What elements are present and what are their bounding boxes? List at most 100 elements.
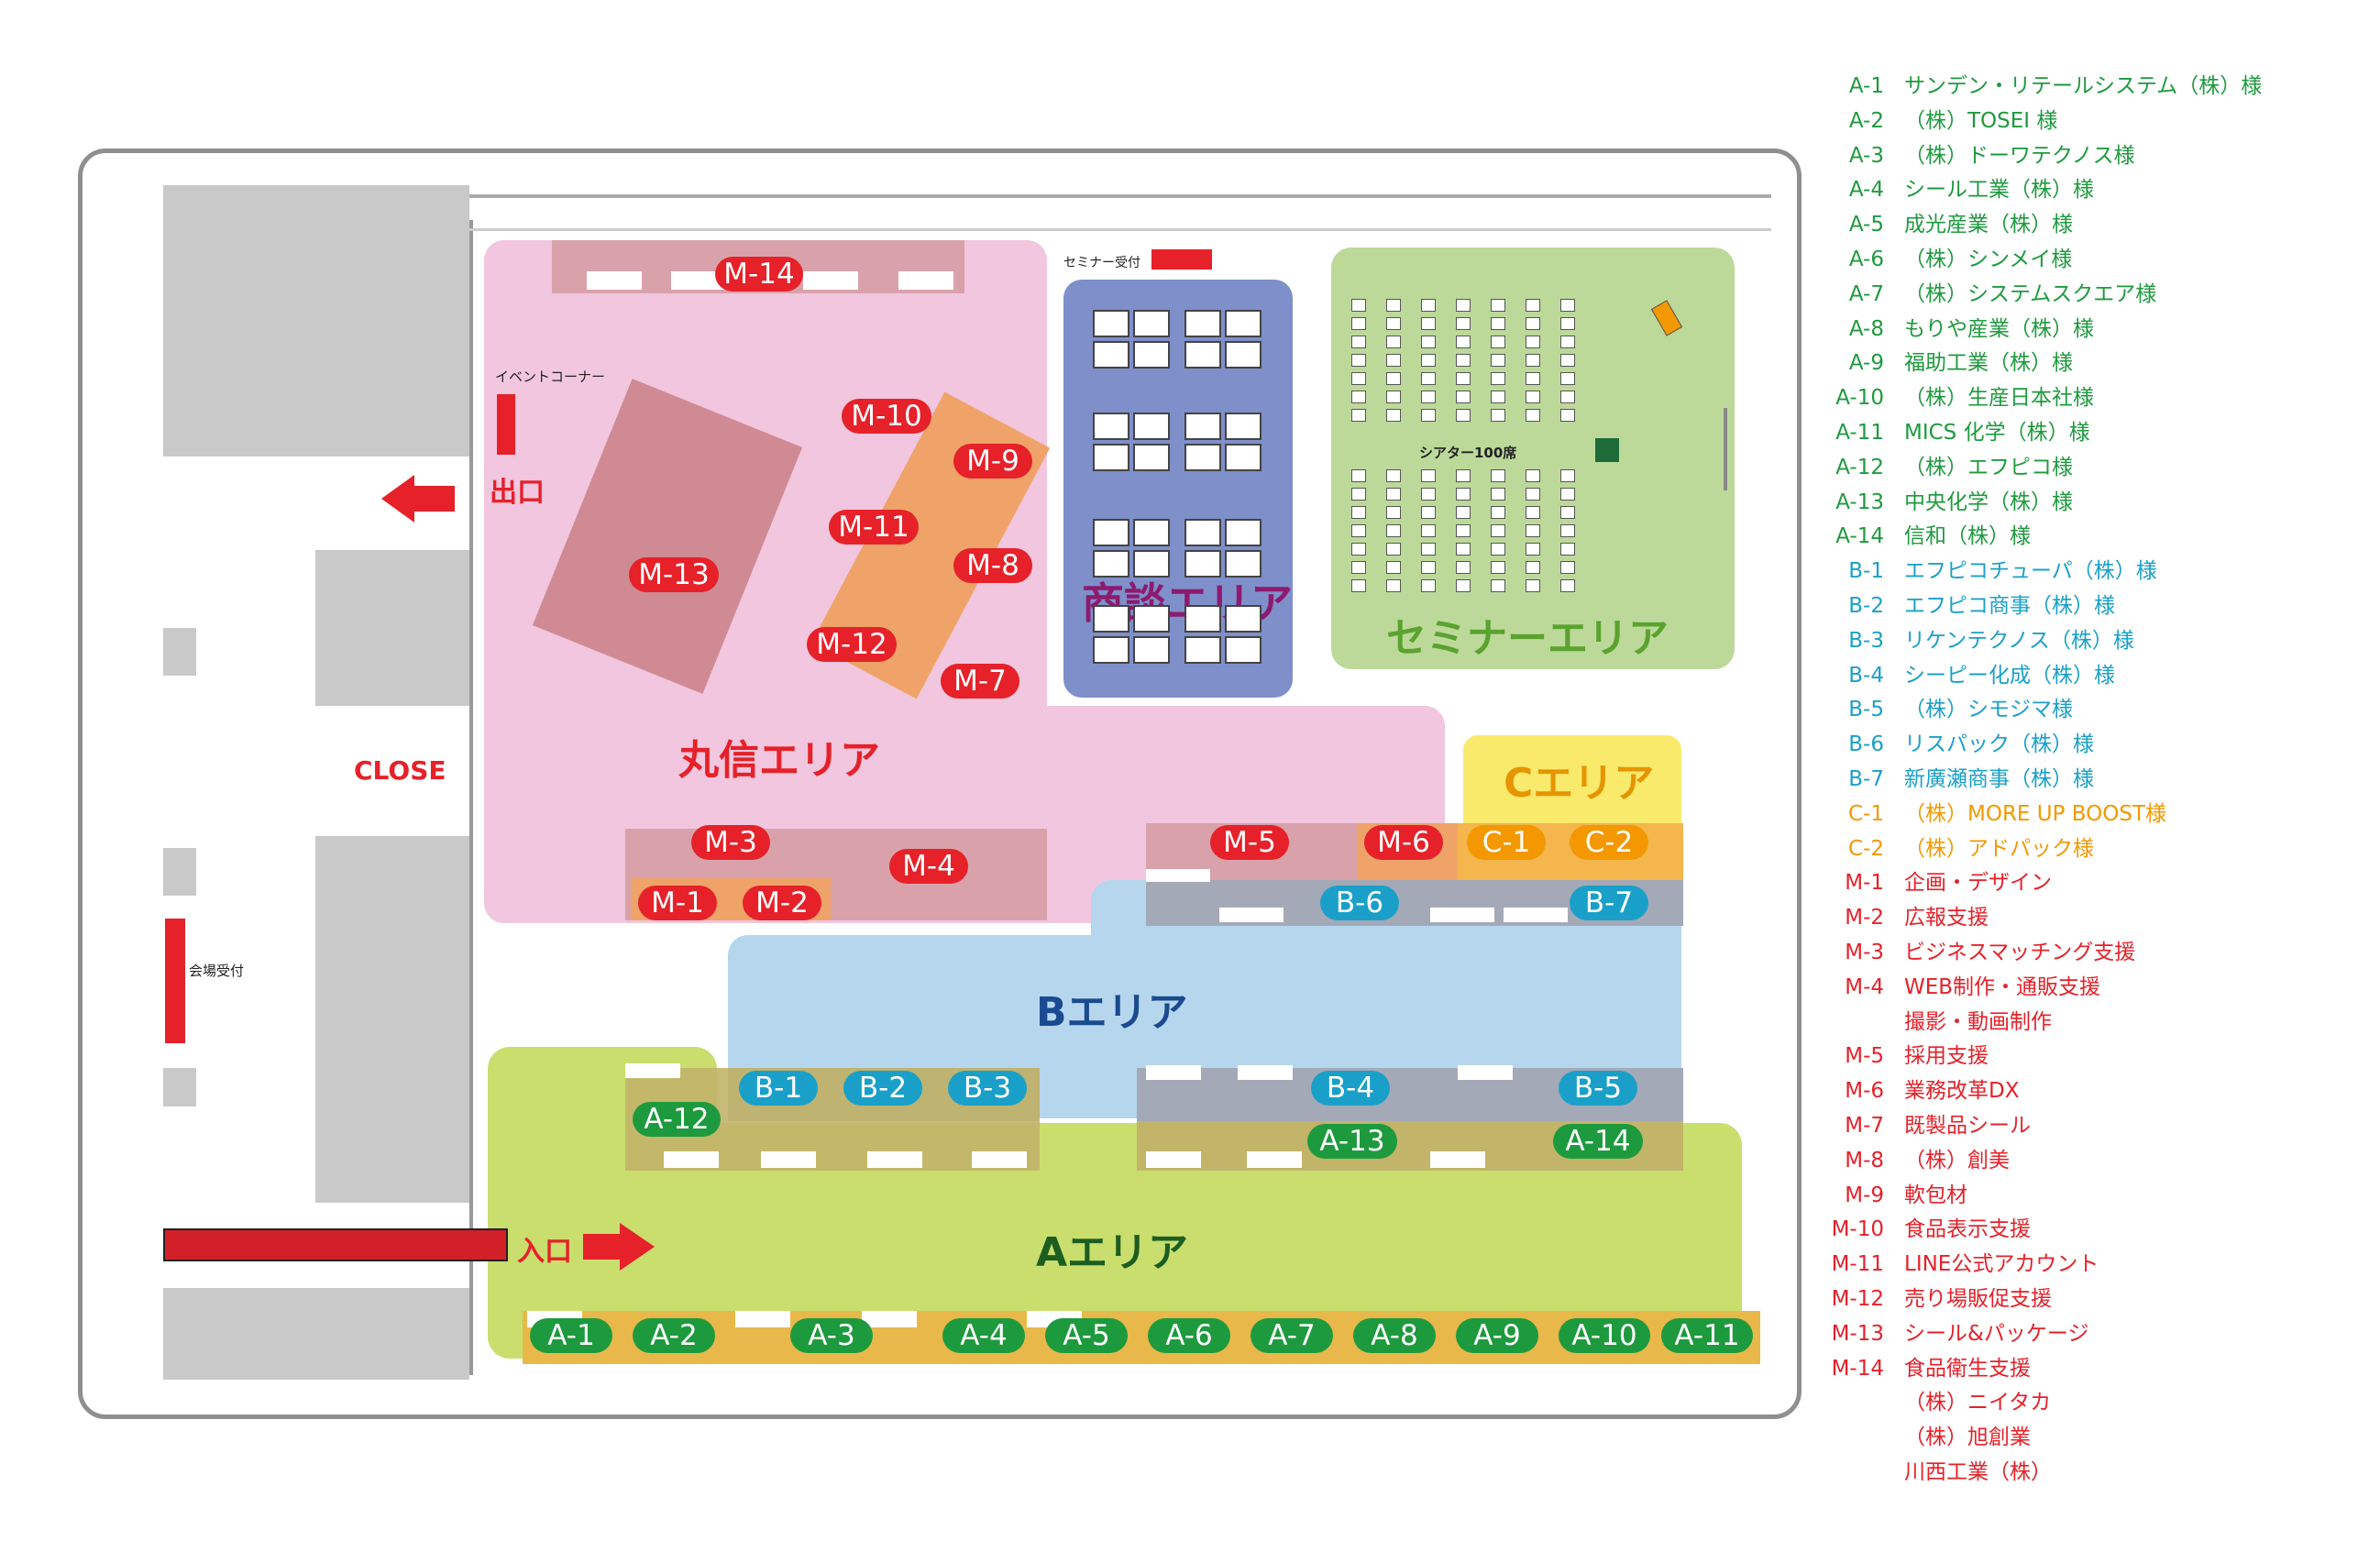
booth-b5[interactable]: B-5 bbox=[1559, 1071, 1637, 1106]
booth-b6[interactable]: B-6 bbox=[1320, 886, 1399, 920]
booth-a4[interactable]: A-4 bbox=[942, 1318, 1025, 1353]
seminar-seat bbox=[1421, 409, 1436, 422]
legend-row: M-14 食品衛生支援 bbox=[1820, 1352, 2031, 1387]
seminar-seat bbox=[1526, 336, 1540, 348]
seminar-seat bbox=[1421, 317, 1436, 330]
booth-m7[interactable]: M-7 bbox=[941, 664, 1019, 699]
booth-m13[interactable]: M-13 bbox=[629, 557, 719, 592]
legend-row: 川西工業（株） bbox=[1820, 1456, 2052, 1491]
booth-a6[interactable]: A-6 bbox=[1148, 1318, 1230, 1353]
booth-a10[interactable]: A-10 bbox=[1559, 1318, 1650, 1353]
booth-a3[interactable]: A-3 bbox=[790, 1318, 873, 1353]
booth-m9[interactable]: M-9 bbox=[953, 444, 1032, 479]
legend-code: M-1 bbox=[1845, 871, 1884, 896]
booth-b7[interactable]: B-7 bbox=[1570, 886, 1648, 920]
legend-code: C-1 bbox=[1848, 801, 1884, 826]
seminar-seat bbox=[1456, 506, 1471, 519]
seminar-seat bbox=[1560, 543, 1575, 556]
seminar-seat bbox=[1491, 524, 1505, 537]
booth-c2[interactable]: C-2 bbox=[1570, 825, 1648, 860]
legend-name: （株）エフピコ様 bbox=[1904, 455, 2073, 479]
legend-code: B-7 bbox=[1848, 767, 1884, 791]
seminar-seat bbox=[1386, 524, 1401, 537]
booth-a1[interactable]: A-1 bbox=[530, 1318, 612, 1353]
entrance-label: 入口 bbox=[517, 1236, 572, 1268]
booth-m14[interactable]: M-14 bbox=[715, 257, 803, 292]
display-table bbox=[1430, 1151, 1485, 1168]
seminar-seat bbox=[1351, 391, 1366, 403]
booth-a12[interactable]: A-12 bbox=[633, 1102, 721, 1137]
legend-code: M-14 bbox=[1831, 1356, 1884, 1381]
meeting-table bbox=[1133, 341, 1170, 369]
meeting-table bbox=[1225, 444, 1262, 471]
booth-m8[interactable]: M-8 bbox=[953, 548, 1032, 583]
seminar-seat bbox=[1491, 317, 1505, 330]
booth-b1[interactable]: B-1 bbox=[739, 1071, 818, 1106]
booth-b2[interactable]: B-2 bbox=[843, 1071, 922, 1106]
seminar-seat bbox=[1456, 409, 1471, 422]
podium bbox=[1595, 438, 1619, 462]
booth-a8[interactable]: A-8 bbox=[1353, 1318, 1436, 1353]
seminar-seat bbox=[1456, 372, 1471, 385]
booth-m6[interactable]: M-6 bbox=[1364, 825, 1443, 860]
booth-m10[interactable]: M-10 bbox=[842, 399, 931, 434]
seminar-seat bbox=[1456, 524, 1471, 537]
seminar-seat bbox=[1491, 561, 1505, 574]
booth-a5[interactable]: A-5 bbox=[1045, 1318, 1128, 1353]
display-table bbox=[862, 1311, 917, 1327]
seminar-seat bbox=[1386, 409, 1401, 422]
legend-name: 広報支援 bbox=[1904, 906, 1989, 930]
seminar-seat bbox=[1491, 469, 1505, 482]
legend-code: B-5 bbox=[1848, 698, 1884, 722]
booth-m12[interactable]: M-12 bbox=[807, 627, 897, 662]
booth-m4[interactable]: M-4 bbox=[889, 849, 968, 884]
seminar-seat bbox=[1386, 354, 1401, 367]
legend-code: M-10 bbox=[1831, 1217, 1884, 1242]
seminar-seat bbox=[1526, 354, 1540, 367]
left-wall-block-2 bbox=[315, 550, 469, 706]
booth-c1[interactable]: C-1 bbox=[1467, 825, 1546, 860]
legend-code: A-13 bbox=[1835, 490, 1884, 514]
legend-row: A-13 中央化学（株）様 bbox=[1820, 486, 2073, 521]
meeting-table bbox=[1093, 550, 1129, 578]
booth-m5[interactable]: M-5 bbox=[1210, 825, 1289, 860]
seminar-seat bbox=[1560, 299, 1575, 312]
meeting-table bbox=[1133, 550, 1170, 578]
seminar-seat bbox=[1560, 391, 1575, 403]
legend-name: 中央化学（株）様 bbox=[1904, 490, 2073, 514]
booth-b3[interactable]: B-3 bbox=[948, 1071, 1027, 1106]
booth-a11[interactable]: A-11 bbox=[1661, 1318, 1753, 1353]
meeting-table bbox=[1184, 444, 1221, 471]
legend-code: A-12 bbox=[1835, 455, 1884, 479]
booth-a2[interactable]: A-2 bbox=[633, 1318, 715, 1353]
seminar-seat bbox=[1386, 543, 1401, 556]
seminar-seat bbox=[1526, 488, 1540, 501]
booth-a9[interactable]: A-9 bbox=[1456, 1318, 1538, 1353]
seminar-seat bbox=[1421, 524, 1436, 537]
legend-code: M-2 bbox=[1845, 906, 1884, 930]
booth-m1[interactable]: M-1 bbox=[638, 886, 717, 920]
booth-a7[interactable]: A-7 bbox=[1251, 1318, 1333, 1353]
legend-name: （株）創美 bbox=[1904, 1148, 2010, 1172]
booth-a13[interactable]: A-13 bbox=[1307, 1124, 1397, 1159]
legend-code: A-6 bbox=[1848, 248, 1884, 271]
legend-name: WEB制作・通販支援 bbox=[1904, 974, 2101, 999]
legend-row: （株）ニイタカ bbox=[1820, 1386, 2051, 1421]
legend-code: M-11 bbox=[1831, 1252, 1884, 1277]
pillar-3 bbox=[163, 1068, 196, 1106]
seminar-seat bbox=[1351, 372, 1366, 385]
booth-m2[interactable]: M-2 bbox=[743, 886, 821, 920]
booth-m11[interactable]: M-11 bbox=[829, 510, 919, 545]
top-wall bbox=[469, 194, 1771, 231]
booth-a14[interactable]: A-14 bbox=[1553, 1124, 1643, 1159]
seminar-seat bbox=[1351, 561, 1366, 574]
legend-name: 売り場販促支援 bbox=[1904, 1287, 2052, 1311]
booth-m3[interactable]: M-3 bbox=[691, 825, 770, 860]
booth-b4[interactable]: B-4 bbox=[1311, 1071, 1390, 1106]
legend-name: 食品衛生支援 bbox=[1904, 1356, 2031, 1381]
